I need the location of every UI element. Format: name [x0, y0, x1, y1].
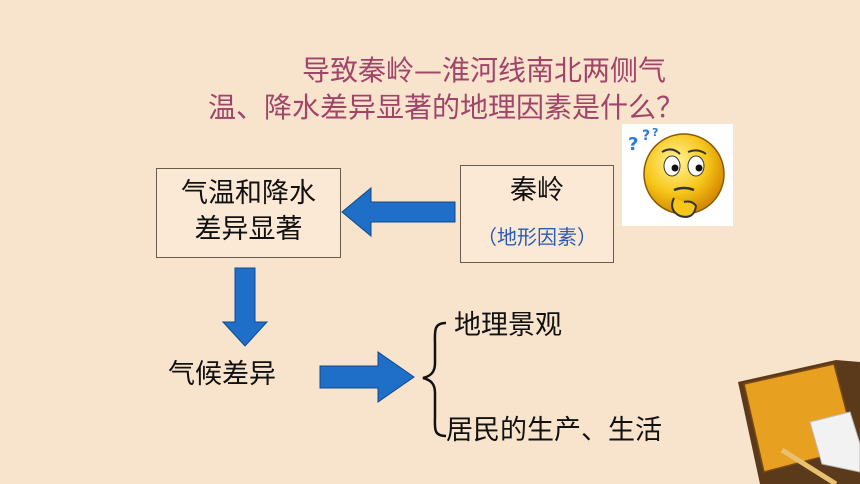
- arrow-right: [319, 351, 415, 403]
- box-left-line-1: 气温和降水: [181, 178, 316, 209]
- svg-text:?: ?: [652, 126, 658, 139]
- climate-difference-label: 气候差异: [168, 359, 276, 390]
- box-right-line-1: 秦岭: [510, 175, 564, 206]
- box-left-line-2: 差异显著: [194, 214, 303, 245]
- qinling-box: 秦岭 （地形因素）: [460, 165, 614, 263]
- temperature-precipitation-box: 气温和降水 差异显著: [156, 168, 341, 258]
- svg-text:?: ?: [628, 134, 638, 155]
- arrow-down: [221, 267, 269, 347]
- box-right-line-2: （地形因素）: [477, 225, 597, 249]
- question-title-line-1: 导致秦岭—淮河线南北两侧气: [302, 54, 667, 87]
- arrow-left: [341, 186, 456, 238]
- landscape-label: 地理景观: [454, 310, 562, 341]
- notepad-decoration: [738, 360, 860, 484]
- svg-text:?: ?: [642, 128, 650, 144]
- curly-brace: [422, 321, 447, 438]
- thinking-face-icon: ? ? ?: [622, 124, 733, 226]
- question-title-line-2: 温、降水差异显著的地理因素是什么？: [208, 91, 685, 124]
- livelihood-label: 居民的生产、生活: [446, 415, 662, 446]
